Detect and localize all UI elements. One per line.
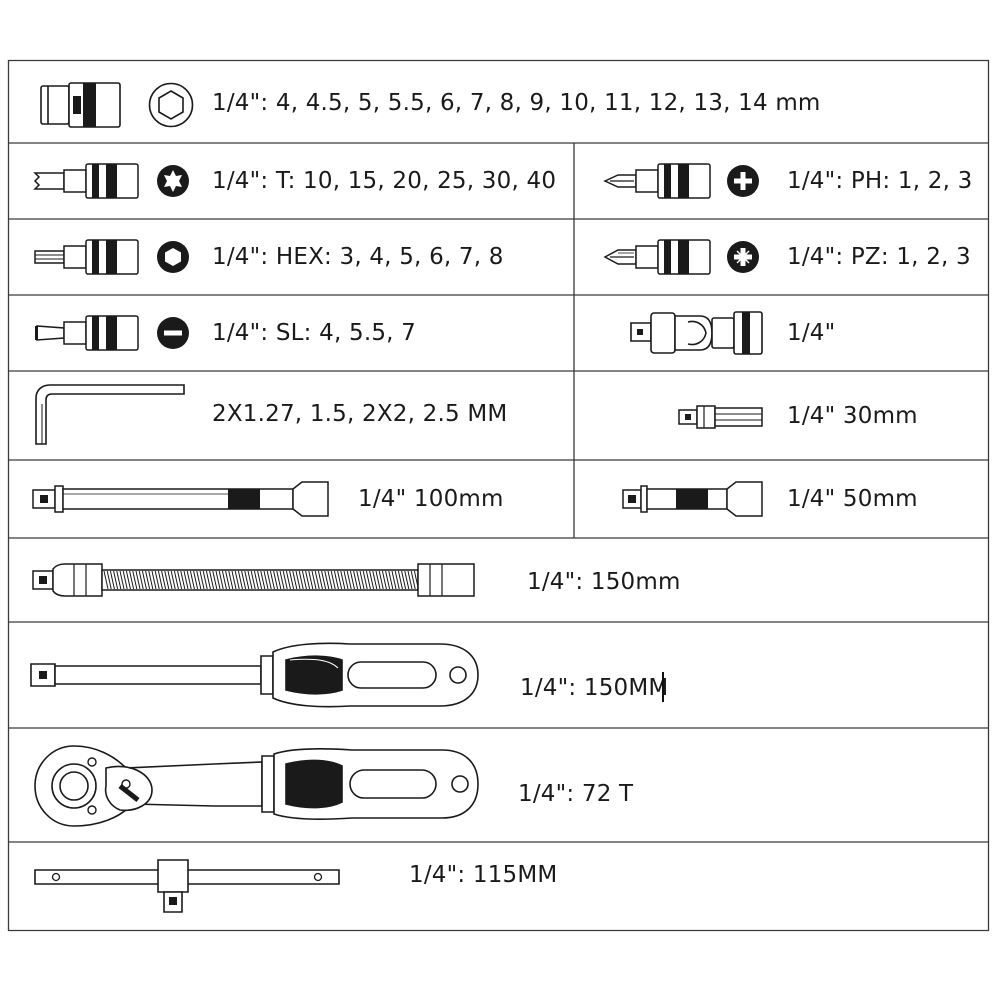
pozidriv-cross-icon bbox=[727, 241, 759, 273]
hex-key-icon bbox=[22, 384, 188, 448]
adapter-30-label: 1/4" 30mm bbox=[787, 403, 918, 429]
spinner-handle-label: 1/4": 150MM bbox=[520, 675, 669, 701]
hex-bit-socket-icon bbox=[34, 239, 140, 275]
socket-side-icon bbox=[40, 82, 122, 128]
hexagon-icon bbox=[157, 241, 189, 273]
bit-adapter-icon bbox=[678, 403, 764, 431]
ratchet-label: 1/4": 72 T bbox=[518, 781, 634, 807]
flexible-extension-icon bbox=[32, 562, 478, 598]
phillips-bit-socket-icon bbox=[604, 163, 712, 199]
pozidriv-bit-socket-icon bbox=[604, 239, 712, 275]
slot-minus-icon bbox=[157, 317, 189, 349]
phillips-bits-label: 1/4": PH: 1, 2, 3 bbox=[787, 168, 973, 194]
slotted-bits-label: 1/4": SL: 4, 5.5, 7 bbox=[212, 320, 417, 346]
text-cursor bbox=[662, 672, 664, 702]
extension-bar-short-icon bbox=[622, 481, 764, 517]
hex-socket-icon bbox=[148, 82, 194, 128]
universal-joint-label: 1/4" bbox=[787, 320, 836, 346]
extension-bar-long-icon bbox=[32, 481, 330, 517]
hex-bits-label: 1/4": HEX: 3, 4, 5, 6, 7, 8 bbox=[212, 244, 504, 270]
torx-bits-label: 1/4": T: 10, 15, 20, 25, 30, 40 bbox=[212, 168, 557, 194]
hex-sockets-label: 1/4": 4, 4.5, 5, 5.5, 6, 7, 8, 9, 10, 11… bbox=[212, 90, 821, 116]
universal-joint-icon bbox=[630, 308, 764, 358]
torx-star-icon bbox=[157, 165, 189, 197]
extension-100-label: 1/4" 100mm bbox=[358, 486, 504, 512]
flex-extension-label: 1/4": 150mm bbox=[527, 569, 681, 595]
hex-keys-label: 2X1.27, 1.5, 2X2, 2.5 MM bbox=[212, 401, 508, 427]
pozidriv-bits-label: 1/4": PZ: 1, 2, 3 bbox=[787, 244, 971, 270]
t-handle-label: 1/4": 115MM bbox=[409, 862, 558, 888]
phillips-cross-icon bbox=[727, 165, 759, 197]
extension-50-label: 1/4" 50mm bbox=[787, 486, 918, 512]
ratchet-icon bbox=[34, 744, 482, 828]
t-handle-icon bbox=[34, 856, 342, 916]
torx-bit-socket-icon bbox=[34, 163, 140, 199]
spinner-handle-icon bbox=[30, 638, 482, 712]
slotted-bit-socket-icon bbox=[35, 315, 140, 351]
